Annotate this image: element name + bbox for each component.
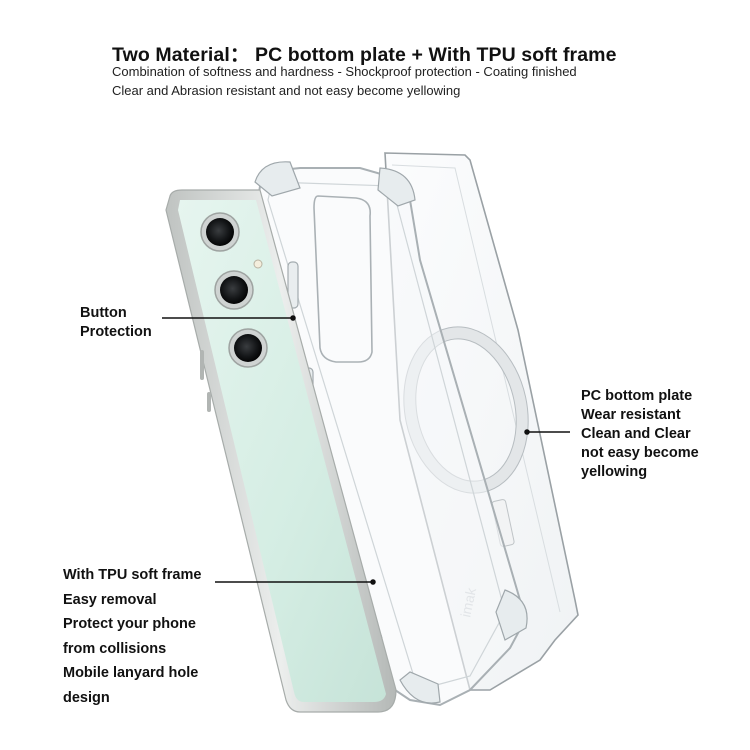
callout-text: Wear resistant [581,407,681,423]
tpu-frame-callout: With TPU soft frame Easy removal Protect… [63,563,201,710]
callout-text: Protection [80,324,152,340]
pc-bottom-plate-callout: PC bottom plate Wear resistant Clean and… [581,387,699,482]
callout-text: design [63,689,110,706]
callout-lines [162,315,570,585]
pc-bottom-plate: imak [384,152,579,691]
subtitle-line-1: Combination of softness and hardness - S… [112,64,577,79]
callout-text: With TPU soft frame [63,567,202,583]
callout-text: Button [80,305,127,321]
callout-text: yellowing [581,464,648,480]
callout-text: Mobile lanyard hole [63,665,199,681]
page-title: Two Material： PC bottom plate + With TPU… [112,44,617,66]
subtitle-line-2: Clear and Abrasion resistant and not eas… [112,83,461,98]
callout-text: Clean and Clear [581,426,691,442]
button-protection-callout: Button Protection [80,304,152,342]
callout-text: from collisions [63,640,167,657]
callout-text: not easy become [581,445,699,461]
camera-lenses [200,212,268,368]
tpu-case [254,161,528,707]
callout-text: Easy removal [63,591,157,608]
callout-text: PC bottom plate [581,388,693,404]
callout-text: Protect your phone [63,616,196,632]
